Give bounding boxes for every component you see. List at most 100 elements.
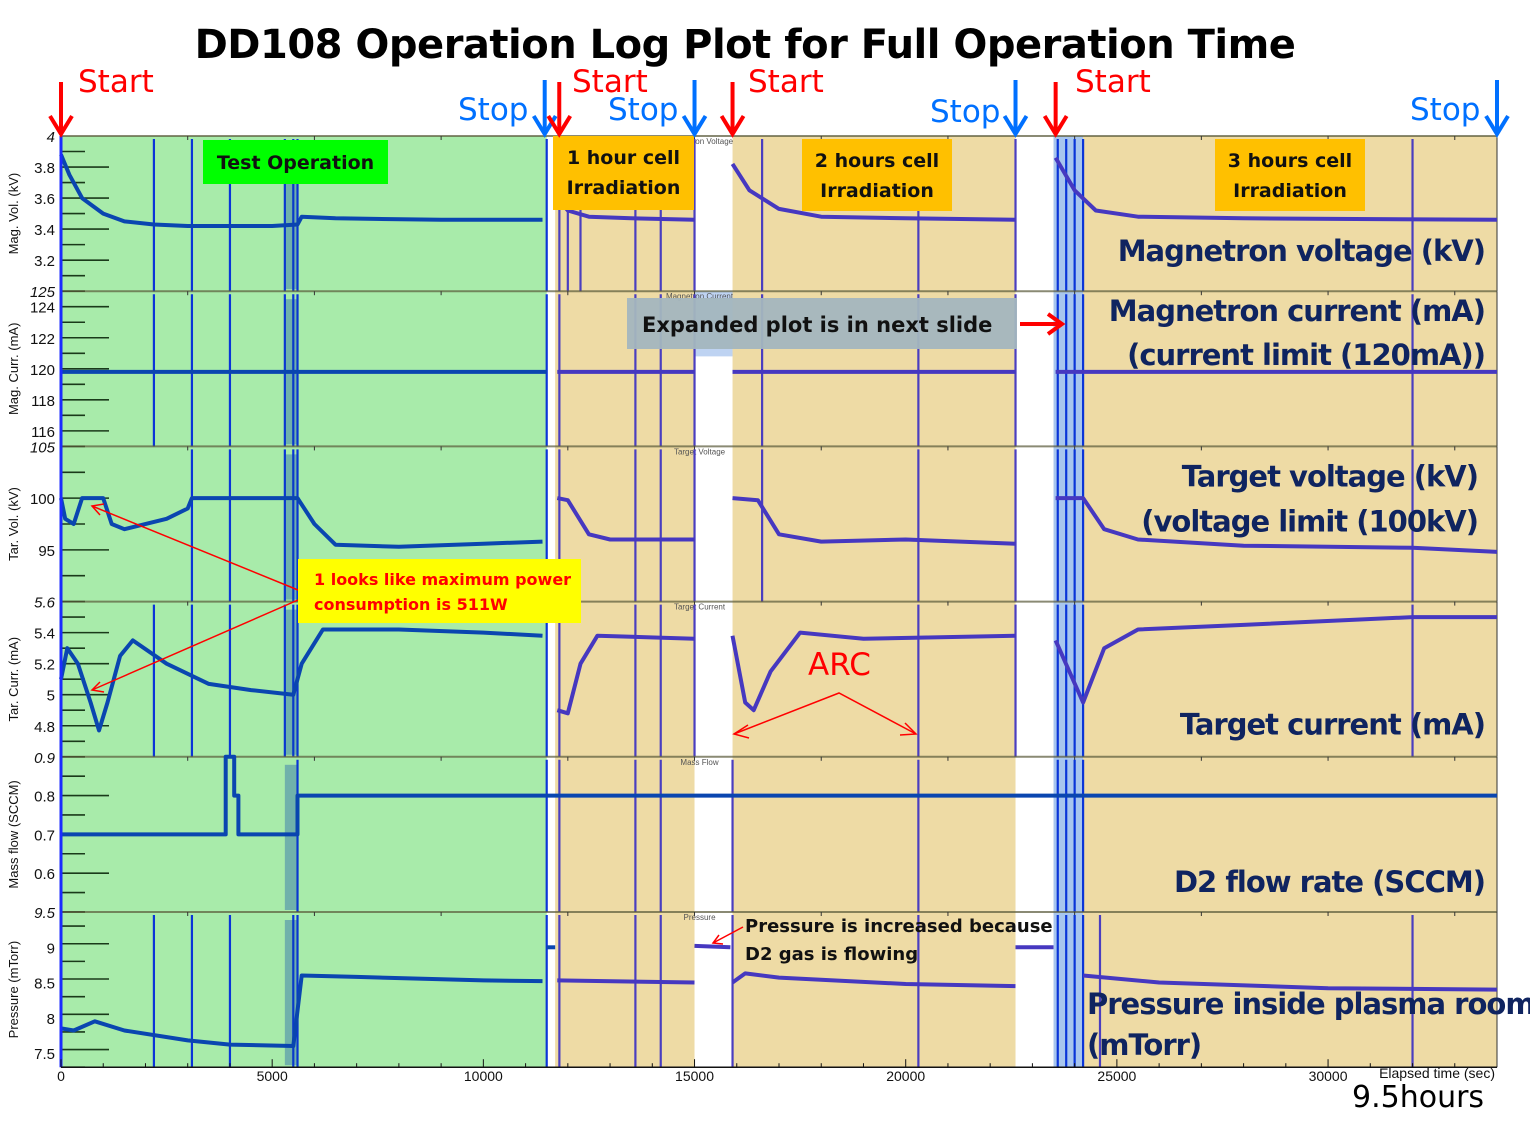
y-max-label: 5.6 — [34, 595, 56, 612]
y-tick-label: 5.2 — [34, 657, 55, 674]
data-series-line — [1053, 156, 1498, 222]
y-tick-label: 5 — [47, 688, 55, 705]
y-axis-label: Tar. Vol. (kV) — [6, 487, 21, 561]
stop-marker: Stop — [930, 80, 1029, 138]
y-axis-label: Mag. Vol. (kV) — [6, 173, 21, 255]
phase-tag-box — [203, 140, 388, 184]
y-axis-label: Mag. Curr. (mA) — [6, 323, 21, 415]
data-series-line — [61, 754, 1497, 837]
phase-tag-label: Irradiation — [820, 180, 934, 202]
y-max-label: 105 — [30, 439, 56, 456]
phase-tag-box — [553, 136, 694, 210]
arrow-head-icon — [1002, 114, 1029, 138]
y-tick-label: 100 — [30, 491, 55, 508]
panel-caption: (voltage limit (100kV) — [1141, 504, 1478, 538]
panel-caption: Magnetron voltage (kV) — [1118, 234, 1485, 268]
annotation-pointer-head-icon — [732, 724, 750, 739]
data-series-line — [1055, 496, 1498, 554]
y-tick-label: 7.5 — [34, 1046, 55, 1063]
y-tick-label: 116 — [31, 424, 55, 441]
stop-label: Stop — [458, 92, 528, 128]
annotation-pointer-head-icon — [899, 722, 918, 736]
phase-tag-0: Test Operation — [203, 140, 388, 184]
arrow-head-icon — [48, 114, 74, 138]
annotation-text: consumption is 511W — [314, 595, 508, 614]
y-max-label: 4 — [47, 129, 55, 146]
start-label: Start — [572, 64, 648, 100]
y-tick-label: 122 — [30, 331, 55, 348]
y-tick-label: 8 — [47, 1011, 55, 1028]
annotation-text: Expanded plot is in next slide — [642, 313, 992, 337]
dense-data-region — [284, 299, 298, 445]
y-axis-label: Tar. Curr. (mA) — [6, 637, 21, 722]
y-max-label: 0.9 — [34, 750, 56, 767]
panel-subtitle: Pressure — [684, 913, 717, 922]
arrow-head-icon — [719, 114, 746, 138]
y-max-label: 125 — [30, 284, 56, 301]
annotation-expanded-plot: Expanded plot is in next slide — [627, 298, 1066, 349]
data-series-line — [1082, 973, 1498, 992]
panel-subtitle: Target Current — [674, 603, 726, 612]
annotation-text: ARC — [808, 647, 871, 683]
start-marker: Start — [719, 64, 824, 138]
data-series-line — [59, 627, 543, 733]
panel-caption: Pressure inside plasma room — [1087, 987, 1530, 1021]
data-series-line — [59, 153, 543, 228]
arrow-head-icon — [546, 114, 572, 138]
data-series-line — [556, 633, 695, 716]
data-series-line — [556, 496, 695, 542]
arrow-head-icon — [1042, 114, 1069, 138]
data-series-line — [731, 971, 1016, 989]
y-tick-label: 120 — [30, 362, 55, 379]
y-tick-label: 0.6 — [34, 866, 55, 883]
annotation-arc: ARC — [732, 647, 918, 739]
panel-caption: (mTorr) — [1087, 1028, 1201, 1062]
y-tick-label: 0.7 — [34, 827, 55, 844]
phase-tag-label: 3 hours cell — [1228, 150, 1352, 172]
phase-tag-label: Irradiation — [567, 177, 681, 199]
panel-subtitle: Magnetron Current — [666, 292, 734, 301]
y-tick-label: 95 — [38, 543, 55, 560]
phase-tag-label: Test Operation — [217, 152, 374, 174]
panel-subtitle: Mass Flow — [680, 758, 718, 767]
x-axis-label: Elapsed time (sec) — [1379, 1065, 1495, 1081]
y-tick-label: 3.6 — [34, 191, 55, 208]
y-tick-label: 5.4 — [34, 626, 55, 643]
data-series-line — [694, 943, 731, 950]
x-tick-label: 20000 — [886, 1068, 925, 1084]
y-tick-label: 9 — [47, 940, 55, 957]
panel-caption: Target current (mA) — [1180, 708, 1485, 742]
annotation-pointer-line — [91, 505, 299, 591]
data-series-line — [732, 496, 1016, 546]
phase-tag-label: 2 hours cell — [815, 150, 939, 172]
data-series-line — [59, 496, 543, 549]
dense-data-region — [284, 920, 298, 1066]
annotation-pointer-line — [712, 926, 744, 944]
panel-subtitle: Magnetron Voltage — [666, 137, 734, 146]
arrow-head-icon — [1484, 114, 1510, 138]
start-marker: Start — [546, 64, 648, 138]
y-tick-label: 0.8 — [34, 789, 55, 806]
y-tick-label: 3.2 — [34, 253, 55, 270]
stop-marker: Stop — [1410, 80, 1510, 138]
x-tick-label: 0 — [57, 1068, 65, 1084]
y-tick-label: 8.5 — [34, 976, 55, 993]
panel-subtitle: Target Voltage — [674, 447, 726, 456]
y-tick-label: 124 — [30, 300, 55, 317]
dense-data-region — [284, 454, 298, 600]
y-tick-label: 118 — [31, 393, 55, 410]
page-title: DD108 Operation Log Plot for Full Operat… — [194, 22, 1296, 68]
annotation-pointer-line — [733, 692, 917, 735]
annotation-box — [298, 559, 581, 623]
